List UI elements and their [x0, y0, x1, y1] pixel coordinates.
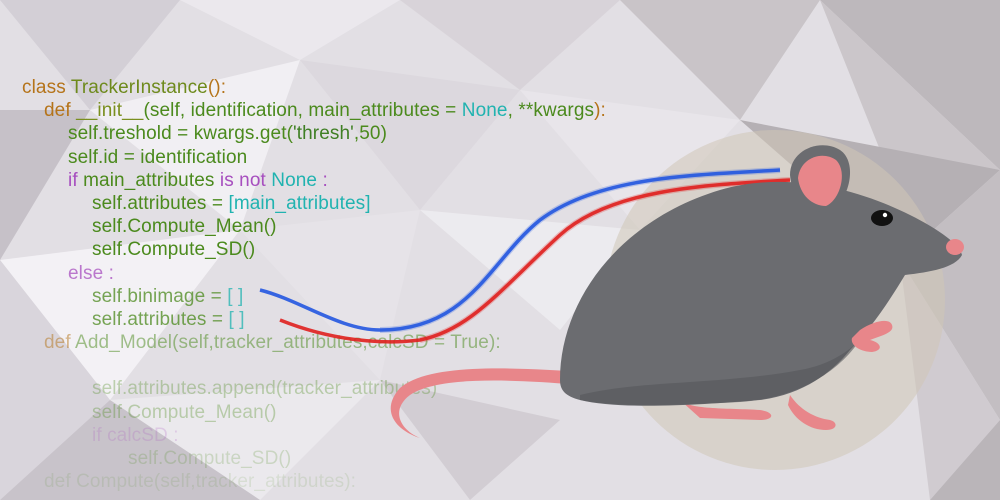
code-token: self.Compute_SD() [128, 448, 292, 469]
code-token: self.attributes.append(tracker_attribute… [92, 378, 438, 400]
code-token: [main_attributes] [228, 192, 371, 214]
code-line: self.attributes = [main_attributes] [22, 192, 606, 215]
code-line: self.id = identification [22, 146, 606, 169]
code-token: ,50) [353, 123, 388, 145]
code-token: class [22, 77, 71, 98]
code-line: def __init__(self, identification, main_… [22, 99, 606, 122]
code-line: else : [22, 262, 606, 285]
code-token: self.binimage = [92, 285, 228, 307]
code-line: def Compute(self,tracker_attributes): [22, 470, 606, 493]
code-line: self.attributes = [ ] [22, 308, 606, 331]
code-token: self.Compute_Mean() [92, 401, 277, 423]
code-token: (): [207, 77, 227, 98]
code-line: if calcSD : [22, 424, 606, 447]
code-token: : [103, 262, 115, 284]
tracking-path-red-glow [419, 177, 791, 343]
code-token: None [271, 169, 318, 191]
code-token: if calcSD : [92, 424, 179, 446]
code-token: else [68, 262, 104, 284]
mouse-eye [871, 210, 893, 226]
code-token: self.treshold = kwargs.get( [68, 123, 293, 145]
code-token: self.attributes = [92, 192, 229, 214]
mouse-front-foot [788, 395, 836, 430]
code-line: if main_attributes is not None : [22, 169, 606, 192]
code-line: self.Compute_Mean() [22, 401, 606, 424]
code-token: None [461, 100, 508, 122]
code-token: self.Compute_Mean() [92, 216, 277, 238]
code-token: def [44, 332, 76, 354]
code-token: self.id = identification [68, 146, 248, 168]
code-line: self.Compute_Mean() [22, 215, 606, 238]
code-token: [ ] [227, 285, 244, 307]
code-line: self.Compute_SD() [22, 447, 606, 470]
code-token: __init__ [76, 100, 144, 122]
code-token: is not [219, 169, 272, 191]
code-line: self.treshold = kwargs.get('thresh',50) [22, 122, 606, 145]
code-line: self.binimage = [ ] [22, 285, 606, 308]
code-token: , **kwargs [507, 100, 595, 122]
code-line: self.attributes.append(tracker_attribute… [22, 377, 606, 400]
code-token: main_attributes [83, 169, 220, 191]
code-line: self.Compute_SD() [22, 238, 606, 261]
code-token: (self, identification, main_attributes = [143, 100, 462, 122]
tracking-path-blue-glow [379, 167, 781, 333]
code-snippet: class TrackerInstance():def __init__(sel… [22, 76, 606, 493]
code-token: TrackerInstance [70, 77, 208, 98]
code-token: ): [594, 100, 606, 122]
code-token: : [317, 169, 328, 191]
mouse-tail [390, 368, 585, 438]
code-token: 'thresh' [293, 123, 354, 145]
code-token: [ ] [228, 308, 245, 330]
code-token: def Compute(self,tracker_attributes): [44, 471, 357, 493]
code-token: if [68, 169, 84, 191]
mouse-front-paw [851, 320, 893, 352]
code-token: def [44, 100, 77, 122]
code-line: class TrackerInstance(): [22, 76, 606, 99]
mouse-body [560, 181, 962, 406]
mouse-back-foot [680, 400, 772, 420]
tracking-path-red [279, 178, 791, 344]
mouse-nose [946, 239, 964, 255]
tracking-path-blue [259, 168, 781, 332]
code-token: self.Compute_SD() [92, 239, 256, 261]
code-token: self.attributes = [92, 308, 229, 330]
